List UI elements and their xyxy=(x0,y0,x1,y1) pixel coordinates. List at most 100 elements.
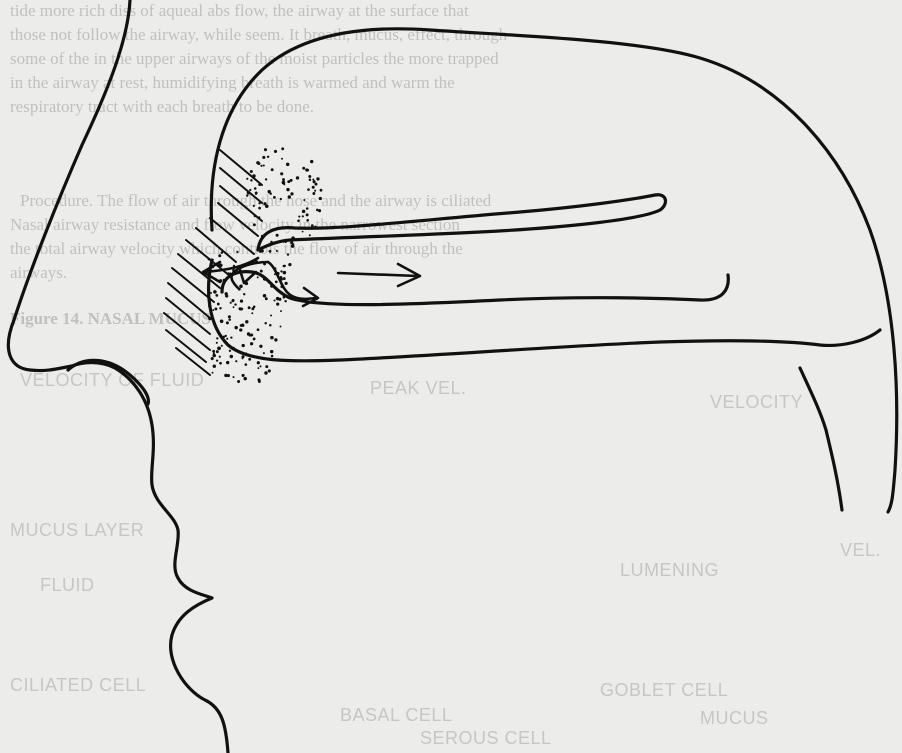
inferior-turbinate xyxy=(209,260,880,361)
stipple-dot xyxy=(314,226,317,229)
stipple-dot xyxy=(302,167,305,170)
stipple-dot xyxy=(292,243,294,245)
stipple-dot xyxy=(253,223,256,226)
stipple-dot xyxy=(273,299,275,301)
stipple-dot xyxy=(283,271,287,275)
stipple-dot xyxy=(274,338,277,341)
stipple-dot xyxy=(212,350,215,353)
stipple-dot xyxy=(311,224,314,227)
stipple-dot xyxy=(284,265,286,267)
stipple-dot xyxy=(210,299,212,301)
stipple-dot xyxy=(234,303,236,305)
stipple-dot xyxy=(265,297,268,300)
stipple-dot xyxy=(288,263,291,266)
nasal-cavity-roof xyxy=(211,29,896,512)
stipple-dot xyxy=(230,355,233,358)
stipple-dot xyxy=(208,258,211,261)
stipple-dot xyxy=(312,192,315,195)
stipple-dot xyxy=(269,324,272,327)
stipple-dot xyxy=(265,365,268,368)
stipple-dot xyxy=(280,172,283,175)
stipple-dot xyxy=(218,254,221,257)
stipple-dot xyxy=(262,156,265,159)
stipple-dot xyxy=(315,183,318,186)
stipple-dot xyxy=(246,194,248,196)
stipple-dot xyxy=(221,251,224,254)
stipple-dot xyxy=(286,163,289,166)
stipple-dot xyxy=(244,352,247,355)
stipple-dot xyxy=(257,328,260,331)
stipple-dot xyxy=(214,307,217,310)
stipple-dot xyxy=(242,374,245,377)
stipple-dot xyxy=(297,219,300,222)
stipple-dot xyxy=(283,183,285,185)
stipple-dot xyxy=(276,303,279,306)
stipple-dot xyxy=(284,300,286,302)
stipple-dot xyxy=(244,363,247,366)
stipple-dot xyxy=(226,361,229,364)
stipple-dot xyxy=(260,165,262,167)
stipple-dot xyxy=(219,356,221,358)
stipple-dot xyxy=(270,336,274,340)
stipple-dot xyxy=(212,309,214,311)
stipple-dot xyxy=(264,148,267,151)
stipple-dot xyxy=(221,345,223,347)
stipple-dot xyxy=(254,187,257,190)
stipple-dot xyxy=(260,270,263,273)
stipple-dot xyxy=(257,162,260,165)
stipple-dot xyxy=(310,160,313,163)
stipple-dot xyxy=(215,294,218,297)
stipple-dot xyxy=(265,178,267,180)
stipple-dot xyxy=(280,270,282,272)
stipple-dot xyxy=(270,315,272,317)
stipple-dot xyxy=(285,282,288,285)
stipple-dot xyxy=(258,207,261,210)
stipple-dot xyxy=(242,344,245,347)
stipple-dot xyxy=(237,380,240,383)
stipple-dot xyxy=(276,297,279,300)
stipple-dot xyxy=(302,210,306,214)
stipple-dot xyxy=(265,205,269,209)
hatch-line xyxy=(166,298,210,334)
stipple-dot xyxy=(271,168,274,171)
stipple-dot xyxy=(212,259,214,261)
stipple-dot xyxy=(257,378,260,381)
stipple-dot xyxy=(275,281,278,284)
stipple-dot xyxy=(263,278,266,281)
stipple-dot xyxy=(273,196,276,199)
stipple-dot xyxy=(225,294,228,297)
stipple-dot xyxy=(217,347,221,351)
stipple-dot xyxy=(257,276,259,278)
stipple-dot xyxy=(259,250,262,253)
stipple-dot xyxy=(230,302,232,304)
stipple-dot xyxy=(283,277,286,280)
stipple-dot xyxy=(280,198,282,200)
stipple-dot xyxy=(252,174,255,177)
stipple-dot xyxy=(250,333,253,336)
stipple-dot xyxy=(270,285,273,288)
stipple-dot xyxy=(296,176,299,179)
stipple-dot xyxy=(250,170,253,173)
stipple-dot xyxy=(210,292,212,294)
stipple-dot xyxy=(306,169,309,172)
stipple-dot xyxy=(308,175,311,178)
stipple-dot xyxy=(282,178,285,181)
stipple-dot xyxy=(306,213,309,216)
stipple-dot xyxy=(249,189,251,191)
stipple-dot xyxy=(248,358,251,361)
stipple-dot xyxy=(259,345,262,348)
stipple-dot xyxy=(306,207,309,210)
stipple-dot xyxy=(268,191,270,193)
stipple-dot xyxy=(230,336,232,338)
stipple-dot xyxy=(251,307,254,310)
face-profile-outline xyxy=(8,0,228,753)
stipple-dot xyxy=(270,350,273,353)
stipple-dot xyxy=(276,250,278,252)
stipple-dot xyxy=(254,214,257,217)
stipple-dot xyxy=(264,371,267,374)
stipple-dot xyxy=(272,243,274,245)
stipple-dot xyxy=(290,179,293,182)
stipple-dot xyxy=(291,236,295,240)
stipple-dot xyxy=(241,323,244,326)
stipple-dot xyxy=(287,253,289,255)
